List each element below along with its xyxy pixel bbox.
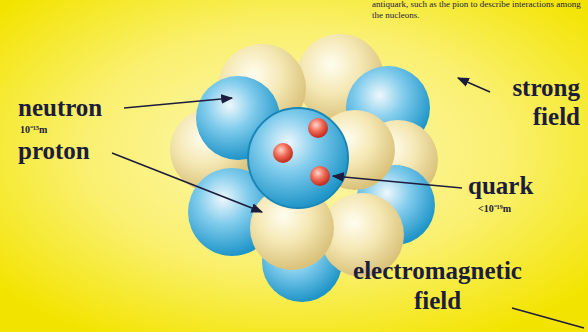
particle-label: quark bbox=[468, 172, 533, 200]
note-text: antiquark, such as the pion to describe … bbox=[372, 0, 582, 21]
size-label: <10⁻¹⁹m bbox=[478, 203, 511, 214]
field-label: strong field bbox=[478, 74, 580, 132]
quarks bbox=[273, 118, 330, 186]
particle-label: proton bbox=[18, 137, 90, 165]
particle-label: neutron bbox=[18, 94, 102, 122]
field-label: electromagnetic field bbox=[330, 256, 545, 316]
leader-lines bbox=[112, 78, 584, 328]
size-label: 10⁻¹⁵m bbox=[20, 124, 47, 135]
